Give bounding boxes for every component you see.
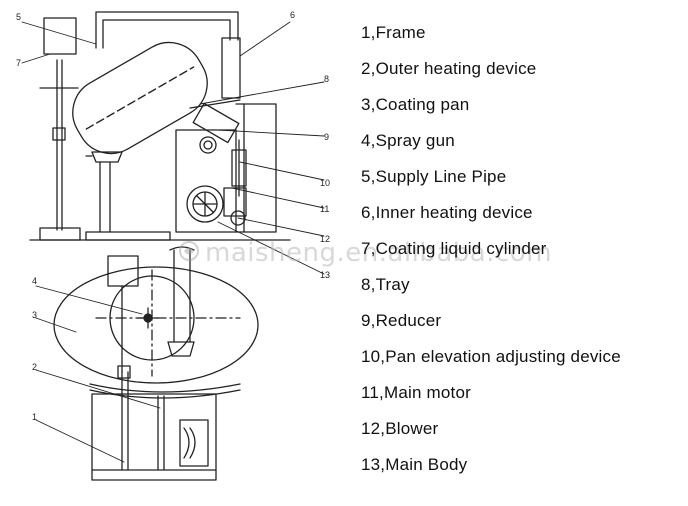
top-callout-lines: [35, 285, 161, 463]
callout-10: 10: [320, 178, 330, 188]
callout-2: 2: [32, 362, 37, 372]
inner-heating-device: [221, 37, 241, 99]
coating-liquid-cylinder-box: [43, 17, 77, 55]
callout-13: 13: [320, 270, 330, 280]
coating-pan-top: [53, 266, 259, 384]
legend-item-outer-heating-device: 2,Outer heating device: [361, 59, 537, 78]
callout-11: 11: [320, 204, 329, 214]
legend-item-reducer: 9,Reducer: [361, 311, 442, 330]
watermark-logo-icon: [179, 241, 199, 261]
callout-7: 7: [16, 58, 21, 68]
legend-item-main-body: 13,Main Body: [361, 455, 468, 474]
reducer: [192, 102, 240, 144]
callout-12: 12: [320, 234, 330, 244]
top-view: [53, 246, 259, 481]
coating-pan-side: [72, 41, 208, 155]
legend-item-inner-heating-device: 6,Inner heating device: [361, 203, 533, 222]
side-view: [29, 11, 291, 241]
legend-item-coating-pan: 3,Coating pan: [361, 95, 470, 114]
watermark-text: maisheng.en.alibaba.com: [205, 238, 553, 268]
legend-item-tray: 8,Tray: [361, 275, 410, 294]
parts-legend: 1,Frame 2,Outer heating device 3,Coating…: [361, 20, 621, 488]
blower: [230, 210, 246, 226]
legend-item-supply-line-pipe: 5,Supply Line Pipe: [361, 167, 507, 186]
side-callout-lines: [21, 21, 325, 275]
callout-4: 4: [32, 276, 37, 286]
callout-3: 3: [32, 310, 37, 320]
legend-item-frame: 1,Frame: [361, 23, 426, 42]
main-motor-pulley: [186, 185, 224, 223]
legend-item-pan-elevation-adjusting-device: 10,Pan elevation adjusting device: [361, 347, 621, 366]
callout-8: 8: [324, 74, 329, 84]
supply-line-pipe: [95, 11, 239, 49]
frame: [91, 393, 217, 481]
callout-1: 1: [32, 412, 37, 422]
callout-5: 5: [16, 12, 21, 22]
legend-item-spray-gun: 4,Spray gun: [361, 131, 455, 150]
side-view-base: [39, 227, 81, 241]
legend-item-coating-liquid-cylinder: 7,Coating liquid cylinder: [361, 239, 547, 258]
legend-item-blower: 12,Blower: [361, 419, 439, 438]
callout-6: 6: [290, 10, 295, 20]
legend-item-main-motor: 11,Main motor: [361, 383, 471, 402]
main-body: [175, 129, 237, 233]
callout-9: 9: [324, 132, 329, 142]
